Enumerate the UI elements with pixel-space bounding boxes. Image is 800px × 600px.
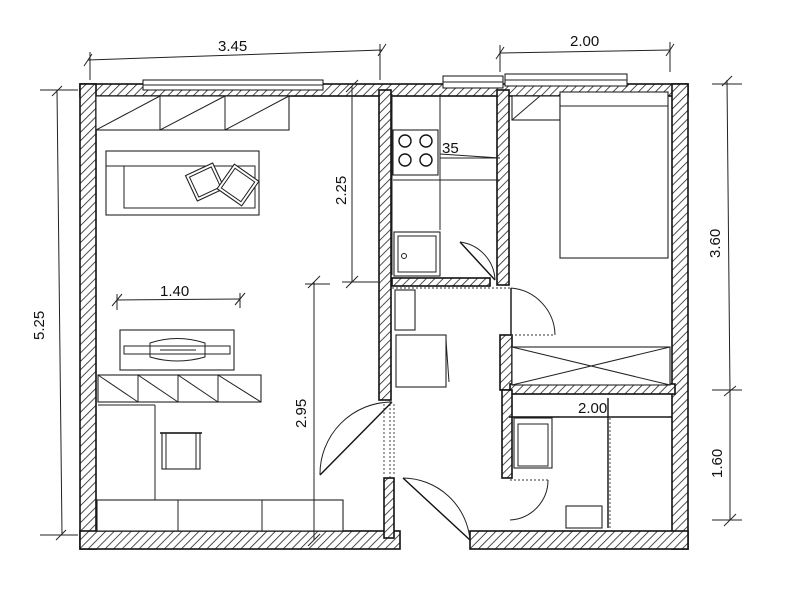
left-wall — [79, 83, 97, 550]
sink — [393, 231, 441, 277]
dim-right-lower-height: 1.60 — [709, 449, 726, 478]
partition-hall-bedroom — [499, 334, 513, 391]
interior-walls — [378, 89, 676, 539]
dim-inner-lower-height: 2.95 — [293, 399, 310, 428]
toilet — [565, 505, 603, 529]
dimension-lines — [40, 42, 742, 547]
doors — [319, 241, 556, 541]
kitchen-furniture — [391, 94, 500, 388]
right-wall — [671, 83, 689, 550]
dim-bath-width: 2.00 — [578, 400, 607, 417]
sideboard — [97, 374, 262, 403]
partition-hall-bath — [501, 389, 513, 479]
dim-table-width: 1.40 — [160, 283, 189, 300]
stove — [392, 129, 439, 176]
bathroom-furniture — [513, 417, 611, 529]
dim-right-upper-height: 3.60 — [707, 229, 724, 258]
partition-kitchen-hall — [391, 277, 491, 287]
bed — [559, 91, 669, 259]
refrigerator — [395, 334, 447, 388]
dim-top-right-width: 2.00 — [570, 33, 599, 50]
washbasin — [513, 417, 553, 469]
armchair-right — [216, 163, 260, 207]
windows — [142, 73, 628, 91]
partition-living-kitchen — [378, 89, 392, 401]
partition-living-hall-lower — [383, 477, 395, 539]
armchair-left — [184, 162, 226, 202]
bedroom-furniture — [511, 91, 671, 386]
bottom-cabinet — [96, 499, 344, 532]
living-room-furniture — [95, 95, 344, 532]
desk-chair — [160, 432, 202, 470]
partition-kitchen-bedroom — [496, 89, 510, 286]
hall-cabinet — [394, 289, 416, 331]
bottom-wall-left — [79, 530, 401, 550]
dimension-labels: 3.45 2.00 5.25 3.60 1.60 2.25 2.95 1.40 … — [31, 33, 726, 478]
dim-inner-upper-height: 2.25 — [333, 176, 350, 205]
dim-top-left-width: 3.45 — [218, 38, 247, 55]
exterior-walls — [79, 83, 689, 550]
bottom-wall-right — [469, 530, 689, 550]
dim-left-height: 5.25 — [31, 311, 48, 340]
dim-kitchen-width: 35 — [442, 140, 459, 157]
